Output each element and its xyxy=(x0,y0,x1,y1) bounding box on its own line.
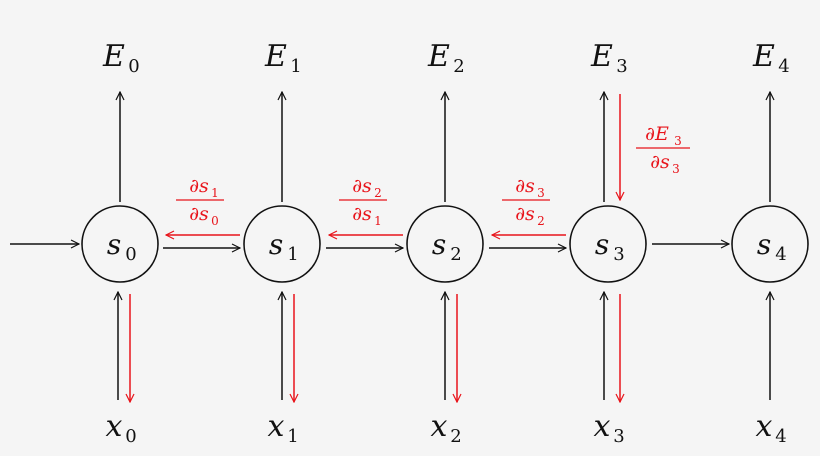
output-arrows xyxy=(120,92,770,202)
state-node-s1: s 1 xyxy=(243,205,321,283)
transition-s2-s3 xyxy=(489,235,566,248)
svg-text:4: 4 xyxy=(775,426,786,447)
gradient-ds1-ds0: ∂s 1 ∂s 0 xyxy=(176,175,224,228)
gradient-dE3-ds3: ∂E 3 ∂s 3 xyxy=(636,123,690,176)
state-node-s3: s 3 xyxy=(569,205,647,283)
gradient-numerator: ∂s xyxy=(189,175,209,197)
svg-text:x: x xyxy=(756,409,773,444)
transition-s1-s2 xyxy=(326,235,403,248)
state-label: s xyxy=(107,228,121,261)
input-arrows xyxy=(118,292,770,402)
state-index: 3 xyxy=(613,244,624,265)
state-label: s xyxy=(757,228,771,261)
gradient-denominator: ∂s xyxy=(352,203,372,225)
svg-text:x: x xyxy=(431,409,448,444)
state-index: 0 xyxy=(125,244,136,265)
output-label-E2: E 2 xyxy=(427,39,465,77)
gradient-denominator: ∂s xyxy=(515,203,535,225)
svg-text:x: x xyxy=(594,409,611,444)
input-label-x4: x 4 xyxy=(756,409,787,447)
svg-text:2: 2 xyxy=(374,186,382,200)
gradient-numerator: ∂E xyxy=(645,123,669,145)
svg-text:x: x xyxy=(268,409,285,444)
output-label-E4: E 4 xyxy=(752,39,790,77)
state-index: 1 xyxy=(287,244,298,265)
svg-text:E: E xyxy=(752,39,775,74)
svg-text:E: E xyxy=(427,39,450,74)
svg-text:3: 3 xyxy=(674,134,682,148)
svg-text:3: 3 xyxy=(672,162,680,176)
input-label-x0: x 0 xyxy=(106,409,137,447)
svg-text:2: 2 xyxy=(537,214,545,228)
svg-text:E: E xyxy=(264,39,287,74)
gradient-denominator: ∂s xyxy=(189,203,209,225)
state-node-s4: s 4 xyxy=(731,205,809,283)
state-index: 4 xyxy=(775,244,786,265)
state-node-s0: s 0 xyxy=(81,205,159,283)
svg-text:1: 1 xyxy=(290,56,301,77)
gradient-ds2-ds1: ∂s 2 ∂s 1 xyxy=(339,175,387,228)
state-label: s xyxy=(432,228,446,261)
svg-text:1: 1 xyxy=(211,186,219,200)
output-label-E1: E 1 xyxy=(264,39,302,77)
state-node-s2: s 2 xyxy=(406,205,484,283)
svg-text:0: 0 xyxy=(128,56,139,77)
svg-text:3: 3 xyxy=(537,186,545,200)
input-label-x3: x 3 xyxy=(594,409,625,447)
gradient-numerator: ∂s xyxy=(515,175,535,197)
state-index: 2 xyxy=(450,244,461,265)
svg-text:E: E xyxy=(102,39,125,74)
svg-text:0: 0 xyxy=(211,214,219,228)
input-label-x2: x 2 xyxy=(431,409,462,447)
output-label-E0: E 0 xyxy=(102,39,140,77)
svg-text:1: 1 xyxy=(374,214,382,228)
svg-text:E: E xyxy=(590,39,613,74)
state-label: s xyxy=(595,228,609,261)
gradient-ds3-ds2: ∂s 3 ∂s 2 xyxy=(502,175,550,228)
svg-text:2: 2 xyxy=(450,426,461,447)
svg-text:2: 2 xyxy=(453,56,464,77)
svg-text:1: 1 xyxy=(287,426,298,447)
gradient-denominator: ∂s xyxy=(650,151,670,173)
svg-text:0: 0 xyxy=(125,426,136,447)
gradient-numerator: ∂s xyxy=(352,175,372,197)
svg-text:x: x xyxy=(106,409,123,444)
output-label-E3: E 3 xyxy=(590,39,628,77)
input-label-x1: x 1 xyxy=(268,409,299,447)
svg-text:3: 3 xyxy=(616,56,627,77)
svg-text:3: 3 xyxy=(613,426,624,447)
state-label: s xyxy=(269,228,283,261)
transition-s0-s1 xyxy=(163,235,240,248)
svg-text:4: 4 xyxy=(778,56,789,77)
